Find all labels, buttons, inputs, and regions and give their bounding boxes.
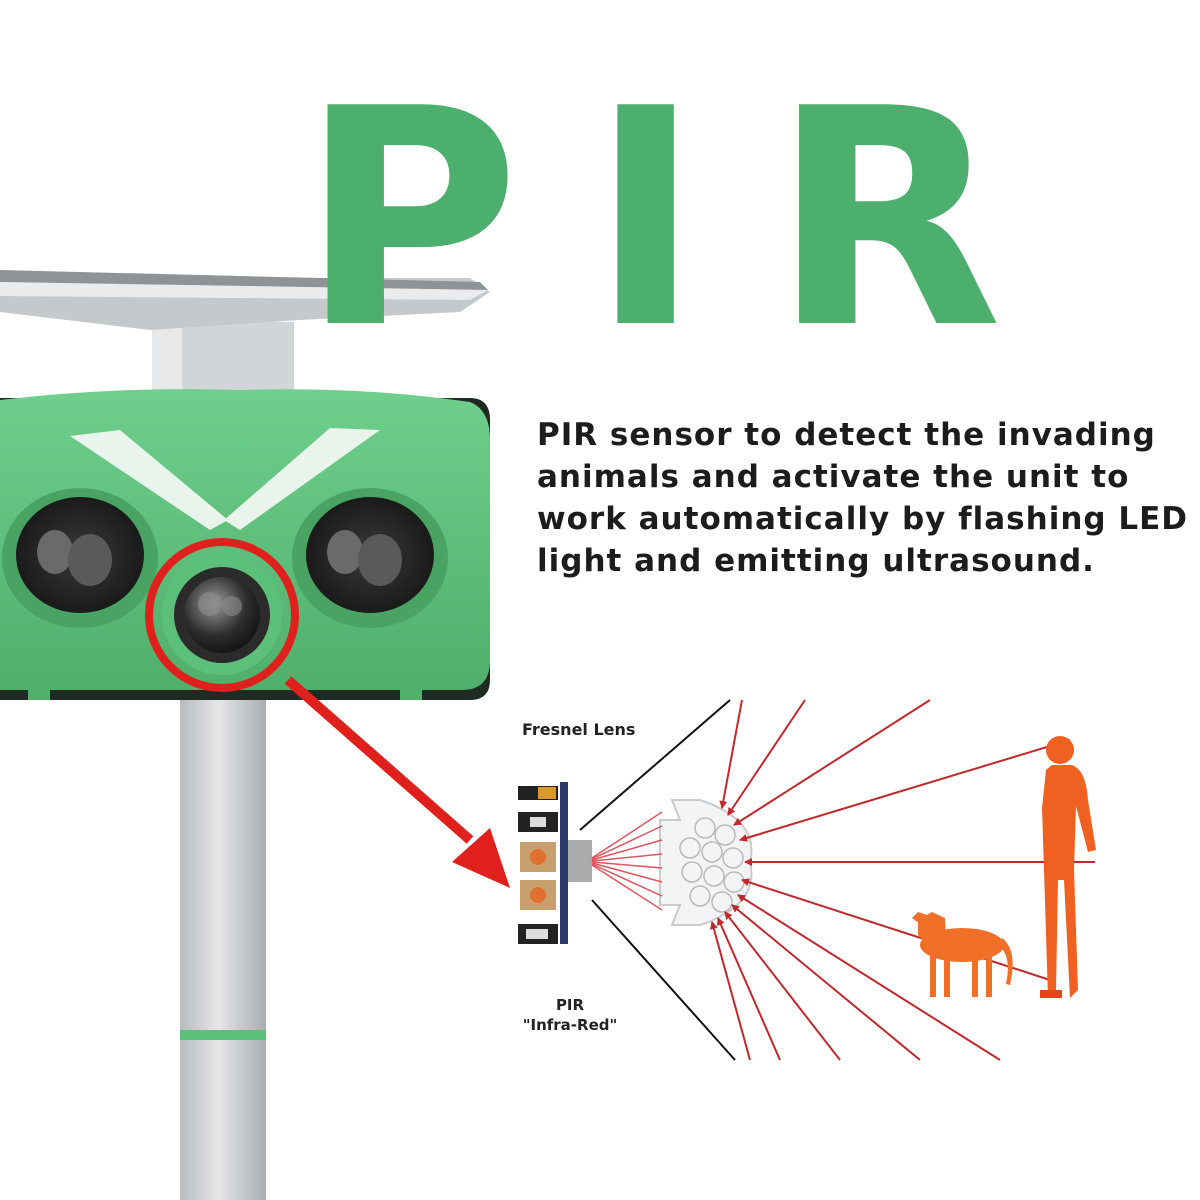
dog-figure-icon [912,912,1013,997]
led-strip-left-icon [70,430,228,530]
speaker-right-icon [306,497,434,613]
fresnel-lens-label: Fresnel Lens [522,720,636,739]
fresnel-lens-icon [659,799,753,926]
pir-label-line2: "Infra-Red" [522,1016,618,1034]
headline-title: PIR [300,45,1073,394]
callout-highlight [145,538,510,888]
field-of-view-lines [579,699,736,1061]
focused-rays [591,811,663,911]
speaker-left-icon [16,497,144,613]
infrared-rays [710,699,1095,1061]
pir-label-line1: PIR [555,996,585,1014]
pir-sensor-icon [162,555,282,675]
description-text: PIR sensor to detect the invading animal… [537,417,1189,579]
pir-label: PIR "Infra-Red" [515,995,625,1035]
human-figure-icon [1040,736,1096,998]
led-strip-right-icon [224,428,380,530]
device-pole [180,690,266,1200]
pir-circuit-board [518,782,592,944]
solar-panel [0,270,490,402]
